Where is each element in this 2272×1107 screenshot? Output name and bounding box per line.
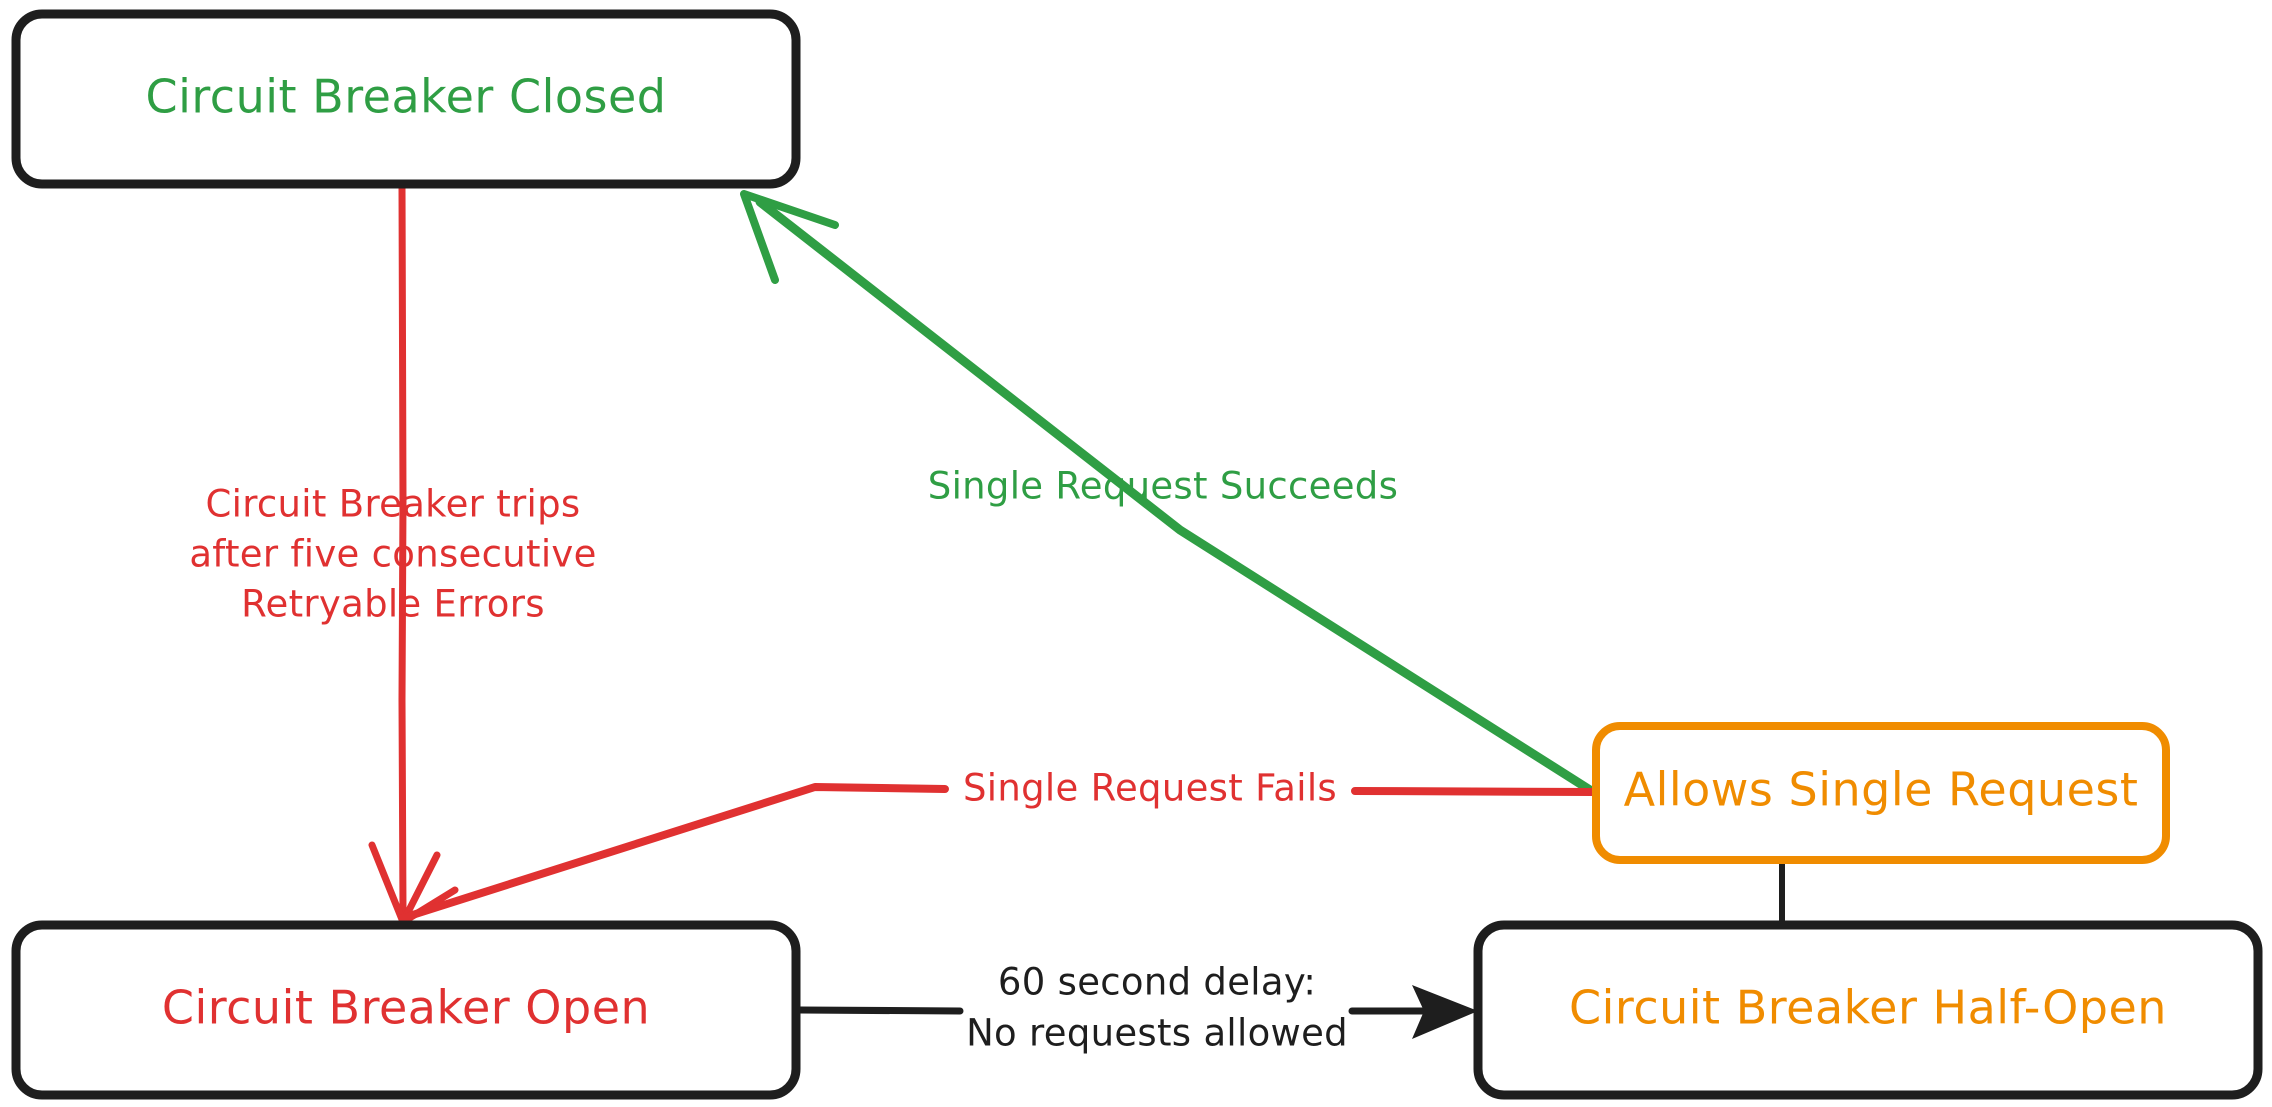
edge-label-open-to-half-open-line-2: No requests allowed: [966, 1012, 1348, 1055]
edge-label-open-to-half-open-line-1: 60 second delay:: [998, 961, 1316, 1004]
edge-allows-to-open: [399, 783, 1597, 922]
node-allows-single-request[interactable]: Allows Single Request: [1592, 722, 2170, 864]
edge-label-allows-to-open: Single Request Fails: [963, 767, 1337, 810]
edge-label-allows-to-closed: Single Request Succeeds: [928, 465, 1398, 508]
node-allows-single-request-label: Allows Single Request: [1624, 763, 2139, 817]
edge-closed-to-open-line: [398, 182, 407, 916]
edge-allows-to-open-line-right: [1351, 787, 1597, 796]
edge-label-closed-to-open-line-1: Circuit Breaker trips: [206, 483, 581, 526]
node-circuit-breaker-open[interactable]: Circuit Breaker Open: [11, 920, 801, 1100]
node-circuit-breaker-closed-box: [11, 9, 801, 189]
edge-open-to-half-open: [796, 985, 1478, 1039]
node-circuit-breaker-closed-label: Circuit Breaker Closed: [146, 70, 667, 124]
edge-label-closed-to-open-line-3: Retryable Errors: [241, 583, 545, 626]
edge-allows-to-closed-line: [755, 197, 1595, 795]
edge-label-open-to-half-open: 60 second delay: No requests allowed: [966, 961, 1348, 1055]
node-circuit-breaker-open-label: Circuit Breaker Open: [162, 981, 650, 1035]
node-circuit-breaker-half-open-box: [1473, 920, 2263, 1100]
node-allows-single-request-box: [1592, 722, 2170, 864]
edge-allows-to-open-line-left: [399, 783, 949, 922]
edge-label-closed-to-open: Circuit Breaker trips after five consecu…: [189, 483, 596, 626]
node-circuit-breaker-closed[interactable]: Circuit Breaker Closed: [11, 9, 801, 189]
edge-label-closed-to-open-line-2: after five consecutive: [189, 533, 596, 576]
edge-open-to-half-open-arrowhead: [1412, 985, 1478, 1039]
edge-allows-to-closed-arrowhead: [740, 190, 839, 284]
edge-allows-to-closed: [740, 190, 1595, 795]
node-circuit-breaker-half-open-label: Circuit Breaker Half-Open: [1569, 981, 2167, 1035]
edge-closed-to-open-arrowhead: [368, 841, 459, 926]
node-circuit-breaker-open-box: [11, 920, 801, 1100]
edge-open-to-half-open-line-left: [796, 1006, 964, 1015]
edge-label-allows-to-closed-text: Single Request Succeeds: [928, 465, 1398, 508]
edge-label-allows-to-open-text: Single Request Fails: [963, 767, 1337, 810]
node-circuit-breaker-half-open[interactable]: Circuit Breaker Half-Open: [1473, 920, 2263, 1100]
